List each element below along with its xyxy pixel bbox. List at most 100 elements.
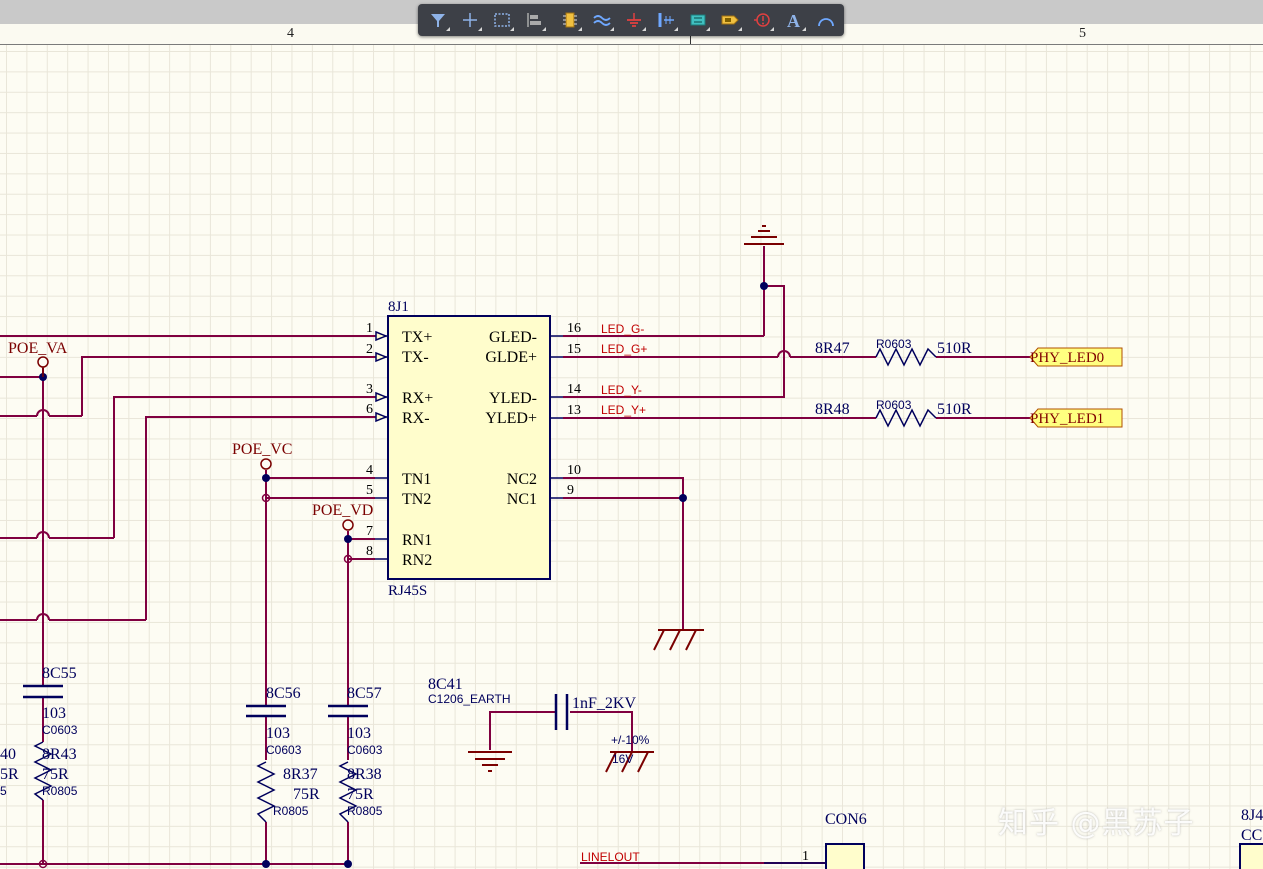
pin-num-14: 14	[567, 382, 581, 397]
cross-probe-icon	[463, 13, 477, 27]
harness-icon	[690, 14, 706, 26]
schematic-sheet[interactable]: TX+ TX- RX+ RX- TN1 TN2 RN1 RN2 GLED- GL…	[0, 45, 1263, 869]
designator-8j1: 8J1	[388, 299, 409, 315]
active-bar: A	[418, 4, 844, 36]
text-tool-glyph: A	[787, 11, 800, 30]
footprint-8r38: R0805	[347, 804, 383, 818]
pin-name-tn2: TN2	[402, 491, 431, 508]
power-label-poe-vc: POE_VC	[232, 441, 292, 458]
port-button[interactable]	[716, 8, 744, 32]
designator-8r43: 8R43	[42, 746, 77, 763]
earth-ground-symbol-8c41	[605, 751, 654, 773]
resistor-8r48[interactable]: 8R48 R0603 510R	[815, 398, 972, 428]
resistor-8r38[interactable]: 8R38 75R R0805	[338, 761, 383, 823]
voltage-8c41: 16V	[612, 752, 633, 766]
value-8r43: 75R	[42, 766, 69, 783]
power-port-poe-va[interactable]: POE_VA	[8, 340, 68, 377]
pin-num-9: 9	[567, 483, 574, 498]
ground-symbol-8c41	[468, 751, 512, 772]
pin-name-yled-minus: YLED-	[489, 390, 537, 407]
resistor-8r43[interactable]: 8R43 75R R0805	[33, 741, 78, 801]
pin-num-15: 15	[567, 342, 581, 357]
wire-icon	[593, 15, 611, 26]
pin-name-glde-plus: GLDE+	[485, 349, 537, 366]
align-button[interactable]	[520, 8, 548, 32]
power-label-poe-vd: POE_VD	[312, 502, 373, 519]
text-tool-button[interactable]: A	[780, 8, 808, 32]
filter-icon	[431, 14, 445, 27]
net-label-led-y-minus: LED_Y-	[601, 383, 642, 397]
pin-num-13: 13	[567, 403, 581, 418]
value-8c41: 1nF_2KV	[572, 695, 636, 712]
port-phy-led0[interactable]: PHY_LED0	[1029, 347, 1123, 367]
place-part-button[interactable]	[556, 8, 584, 32]
net-label-lineout: LINELOUT	[581, 850, 640, 864]
port-label-phy-led0: PHY_LED0	[1030, 350, 1104, 366]
capacitor-8c57[interactable]: 8C57 103 C0603	[328, 685, 383, 757]
pin-name-gled-minus: GLED-	[489, 329, 537, 346]
partial-component-left: 40 5R 5	[0, 746, 19, 798]
pin-name-nc2: NC2	[507, 471, 537, 488]
pin-name-tx-plus: TX+	[402, 329, 432, 346]
partial-left-designator: 40	[0, 746, 16, 763]
junctions	[39, 282, 768, 868]
comment-rj45s: RJ45S	[388, 583, 427, 599]
pin-name-rx-minus: RX-	[402, 410, 430, 427]
directive-icon	[754, 13, 770, 27]
harness-button[interactable]	[684, 8, 712, 32]
resistor-8r47[interactable]: 8R47 R0603 510R	[815, 337, 972, 367]
capacitor-8c56[interactable]: 8C56 103 C0603	[246, 685, 302, 757]
net-label-led-g-minus: LED_G-	[601, 322, 644, 336]
value-8r47: 510R	[937, 340, 972, 357]
pin-name-rn1: RN1	[402, 532, 432, 549]
power-port-poe-vd[interactable]: POE_VD	[312, 502, 373, 531]
designator-8r38: 8R38	[347, 766, 382, 783]
pin-num-16: 16	[567, 321, 581, 336]
pin-name-tx-minus: TX-	[402, 349, 429, 366]
place-part-icon	[563, 12, 577, 28]
connector-8j1[interactable]: TX+ TX- RX+ RX- TN1 TN2 RN1 RN2 GLED- GL…	[366, 299, 581, 599]
select-rect-icon	[494, 13, 510, 27]
wires	[0, 246, 1030, 865]
capacitor-8c41[interactable]: 8C41 C1206_EARTH 1nF_2KV +/-10% 16V	[428, 676, 650, 766]
resistor-8r37[interactable]: 8R37 75R R0805	[256, 761, 320, 823]
designator-8r47: 8R47	[815, 340, 850, 357]
select-rect-button[interactable]	[488, 8, 516, 32]
schematic-drawing: TX+ TX- RX+ RX- TN1 TN2 RN1 RN2 GLED- GL…	[0, 225, 1263, 869]
bus-button[interactable]	[652, 8, 680, 32]
connector-con6[interactable]: CON6 1	[764, 811, 867, 869]
connector-8j4-partial[interactable]: 8J4 CC	[1239, 807, 1263, 869]
pin-name-yled-plus: YLED+	[485, 410, 537, 427]
pin-num-2: 2	[366, 342, 373, 357]
pin-dots	[38, 493, 353, 869]
arc-button[interactable]	[812, 8, 840, 32]
pin-num-1: 1	[366, 321, 373, 336]
cross-probe-button[interactable]	[456, 8, 484, 32]
power-port-button[interactable]	[620, 8, 648, 32]
text-tool-icon: A	[787, 11, 800, 30]
pin-num-8: 8	[366, 544, 373, 559]
pin-name-rn2: RN2	[402, 552, 432, 569]
value-8c55: 103	[42, 705, 66, 722]
value-8r37: 75R	[293, 786, 320, 803]
zone-label-4: 4	[287, 26, 294, 41]
capacitor-8c55[interactable]: 8C55 103 C0603	[23, 665, 78, 737]
wire-button[interactable]	[588, 8, 616, 32]
arc-icon	[818, 18, 834, 27]
value-8r48: 510R	[937, 401, 972, 418]
port-phy-led1[interactable]: PHY_LED1	[1029, 408, 1123, 428]
pin-name-rx-plus: RX+	[402, 390, 433, 407]
directive-button[interactable]	[748, 8, 776, 32]
zone-label-5: 5	[1079, 26, 1086, 41]
net-label-led-y-plus: LED_Y+	[601, 403, 646, 417]
filter-button[interactable]	[424, 8, 452, 32]
bus-icon	[658, 13, 674, 27]
pin-name-nc1: NC1	[507, 491, 537, 508]
value-8r38: 75R	[347, 786, 374, 803]
designator-8r37: 8R37	[283, 766, 318, 783]
footprint-8c55: C0603	[42, 723, 78, 737]
footprint-8c41: C1206_EARTH	[428, 692, 511, 706]
power-port-poe-vc[interactable]: POE_VC	[232, 441, 292, 470]
port-label-phy-led1: PHY_LED1	[1030, 411, 1104, 427]
